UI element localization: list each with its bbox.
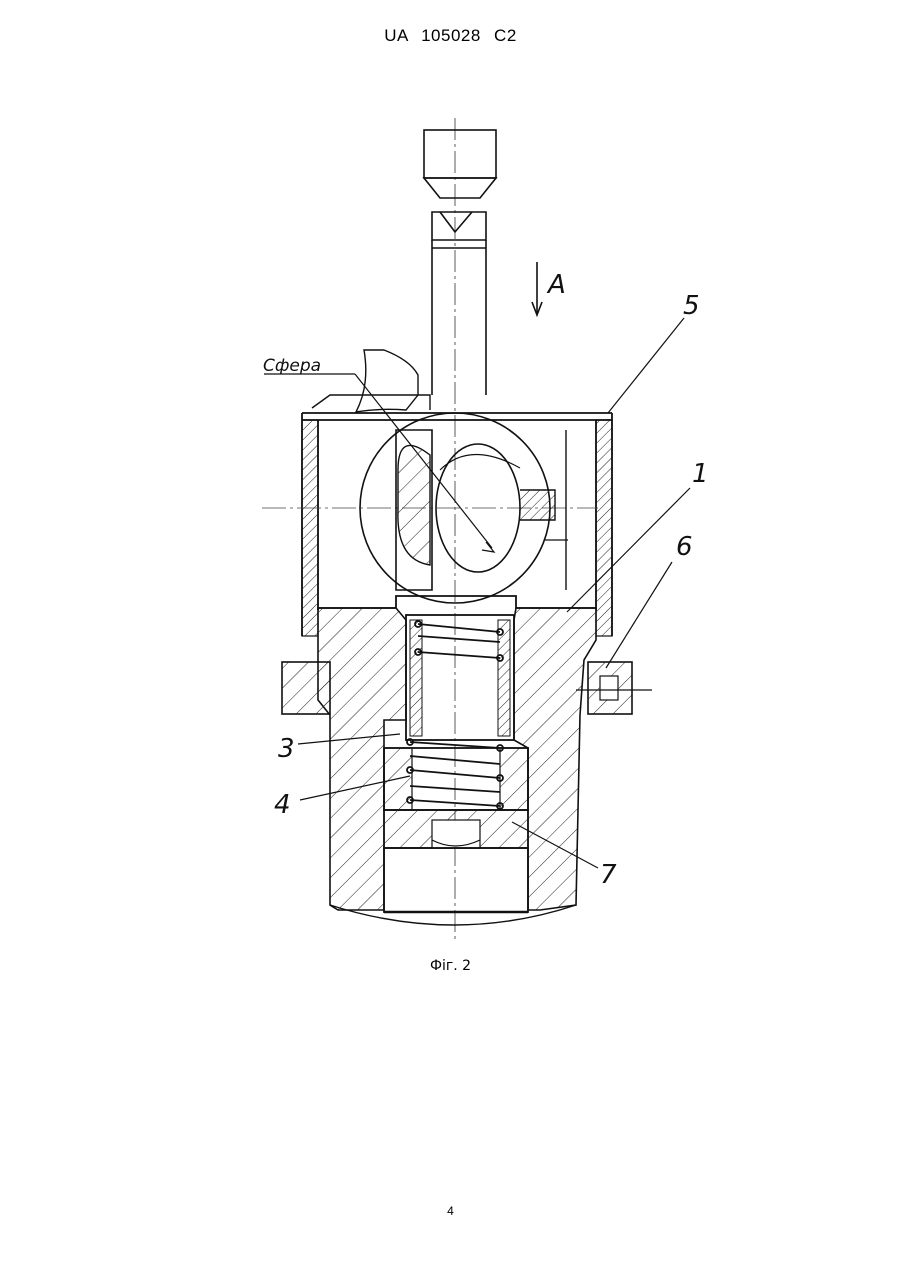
label-part-3: 3: [278, 734, 295, 764]
label-part-4: 4: [274, 790, 291, 820]
label-part-5: 5: [683, 291, 700, 321]
direction-arrow: [532, 262, 542, 315]
figure-caption: Фіг. 2: [0, 958, 901, 974]
main-body: [318, 596, 596, 608]
label-part-6: 6: [676, 532, 693, 562]
patent-header: UA 105028 C2: [0, 26, 901, 46]
label-part-1: 1: [692, 459, 709, 489]
label-direction: A: [546, 270, 566, 300]
label-sphere: Сфера: [263, 356, 321, 376]
spring-upper: [415, 621, 503, 661]
sphere-profile: [356, 350, 418, 412]
shaft: [424, 130, 496, 395]
ball-joint: [360, 413, 568, 603]
technical-drawing: A Сфера: [240, 110, 740, 950]
label-part-7: 7: [600, 860, 617, 890]
plug: [384, 810, 528, 848]
page-number: 4: [0, 1204, 901, 1218]
